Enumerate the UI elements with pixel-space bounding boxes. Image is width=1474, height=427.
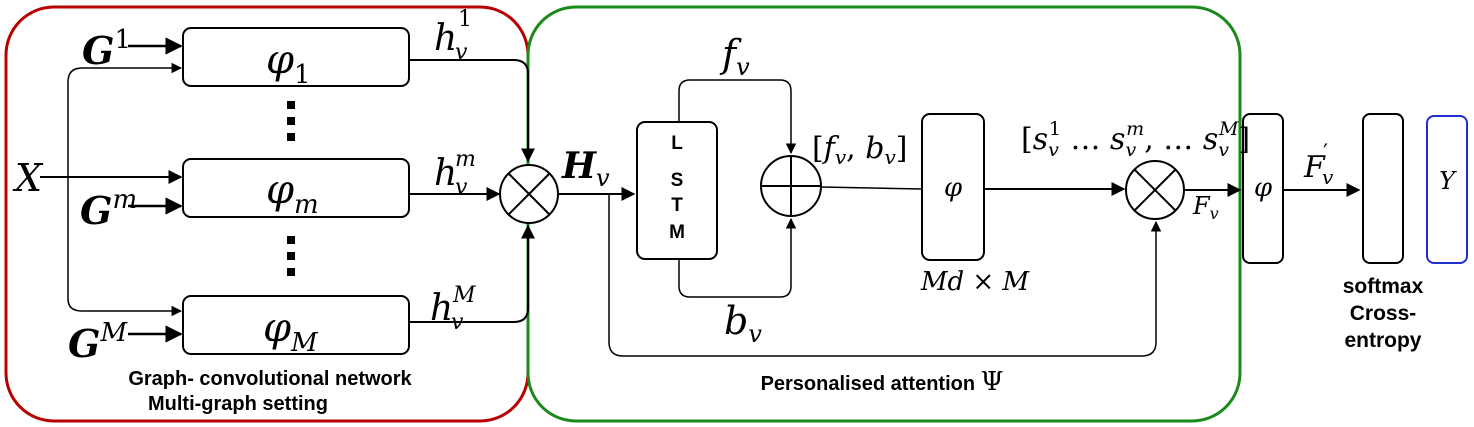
gm-label: Gm: [80, 185, 137, 233]
gcn-caption-line1: Graph- convolutional network: [128, 368, 412, 390]
lstm-letter-l: L: [671, 133, 683, 154]
x-to-encoder-M: [67, 177, 183, 317]
svg-text:F: F: [1303, 150, 1326, 185]
attention-phi-label: φ: [944, 173, 963, 203]
concat-label: [fv, bv]: [812, 131, 907, 169]
x-label: X: [12, 156, 44, 200]
g1-label: G1: [82, 25, 131, 73]
final-dense-box: [1242, 113, 1284, 264]
bv-label: bv: [724, 299, 762, 348]
h1-connector: [409, 59, 535, 163]
attention-dim-label: Md × M: [920, 267, 1031, 297]
forward-path: [678, 79, 797, 155]
hM-label: h v M: [430, 283, 476, 335]
attention-caption: Personalised attention Ψ: [761, 367, 1004, 397]
fv-out-label: Fv: [1192, 192, 1219, 223]
svg-text:M: M: [452, 283, 476, 308]
lstm-letter-s: S: [671, 170, 684, 191]
softmax-caption-2: Cross-: [1350, 302, 1417, 325]
svg-text:h: h: [434, 18, 457, 59]
phi-1-label: φ1: [266, 37, 311, 90]
encoder-box-1: [182, 27, 410, 87]
encoder-box-M: [182, 295, 410, 355]
score-cross-b: [1133, 168, 1177, 212]
skip-path: [608, 194, 1162, 357]
fusion-cross-b: [507, 172, 551, 216]
fprime-label: F ′ v: [1303, 141, 1334, 189]
concat-to-dense: [820, 186, 923, 190]
gM-label: GM: [68, 318, 128, 366]
svg-text:h: h: [430, 288, 453, 329]
target-y-label: Y: [1439, 167, 1457, 195]
svg-text:v: v: [455, 40, 468, 65]
lstm-letter-t: T: [671, 195, 683, 216]
x-to-encoder-1: [67, 62, 183, 177]
hM-connector: [409, 224, 535, 323]
phi-m-label: φm: [266, 167, 319, 220]
attention-dense-box: [921, 113, 985, 261]
svg-text:1: 1: [458, 7, 472, 32]
svg-text:h: h: [434, 153, 457, 194]
svg-text:v: v: [455, 175, 468, 200]
attention-region: [526, 5, 1242, 423]
phi-M-label: φM: [263, 305, 319, 358]
vertical-ellipsis-upper: [287, 101, 295, 141]
svg-text:m: m: [455, 147, 476, 172]
scores-label: [sv1 … svm, … svM]: [1021, 118, 1250, 161]
encoder-box-m: [182, 158, 410, 218]
vertical-ellipsis-lower: [287, 236, 295, 276]
softmax-caption-3: entropy: [1344, 329, 1421, 352]
hm-label: h v m: [434, 147, 476, 200]
fv-label: fv: [719, 32, 750, 81]
hv-label: Hv: [561, 145, 610, 192]
gcn-caption-line2: Multi-graph setting: [148, 393, 328, 415]
backward-path: [678, 217, 797, 298]
lstm-letter-m: M: [669, 222, 685, 243]
softmax-box: [1362, 113, 1404, 264]
svg-text:′: ′: [1323, 141, 1328, 166]
h1-label: h v 1: [434, 7, 472, 65]
softmax-caption-1: softmax: [1343, 275, 1424, 298]
lstm-box: [636, 121, 718, 260]
final-phi-label: φ: [1254, 173, 1273, 203]
svg-text:v: v: [451, 310, 464, 335]
target-box: [1426, 115, 1468, 264]
svg-text:v: v: [1322, 165, 1334, 189]
